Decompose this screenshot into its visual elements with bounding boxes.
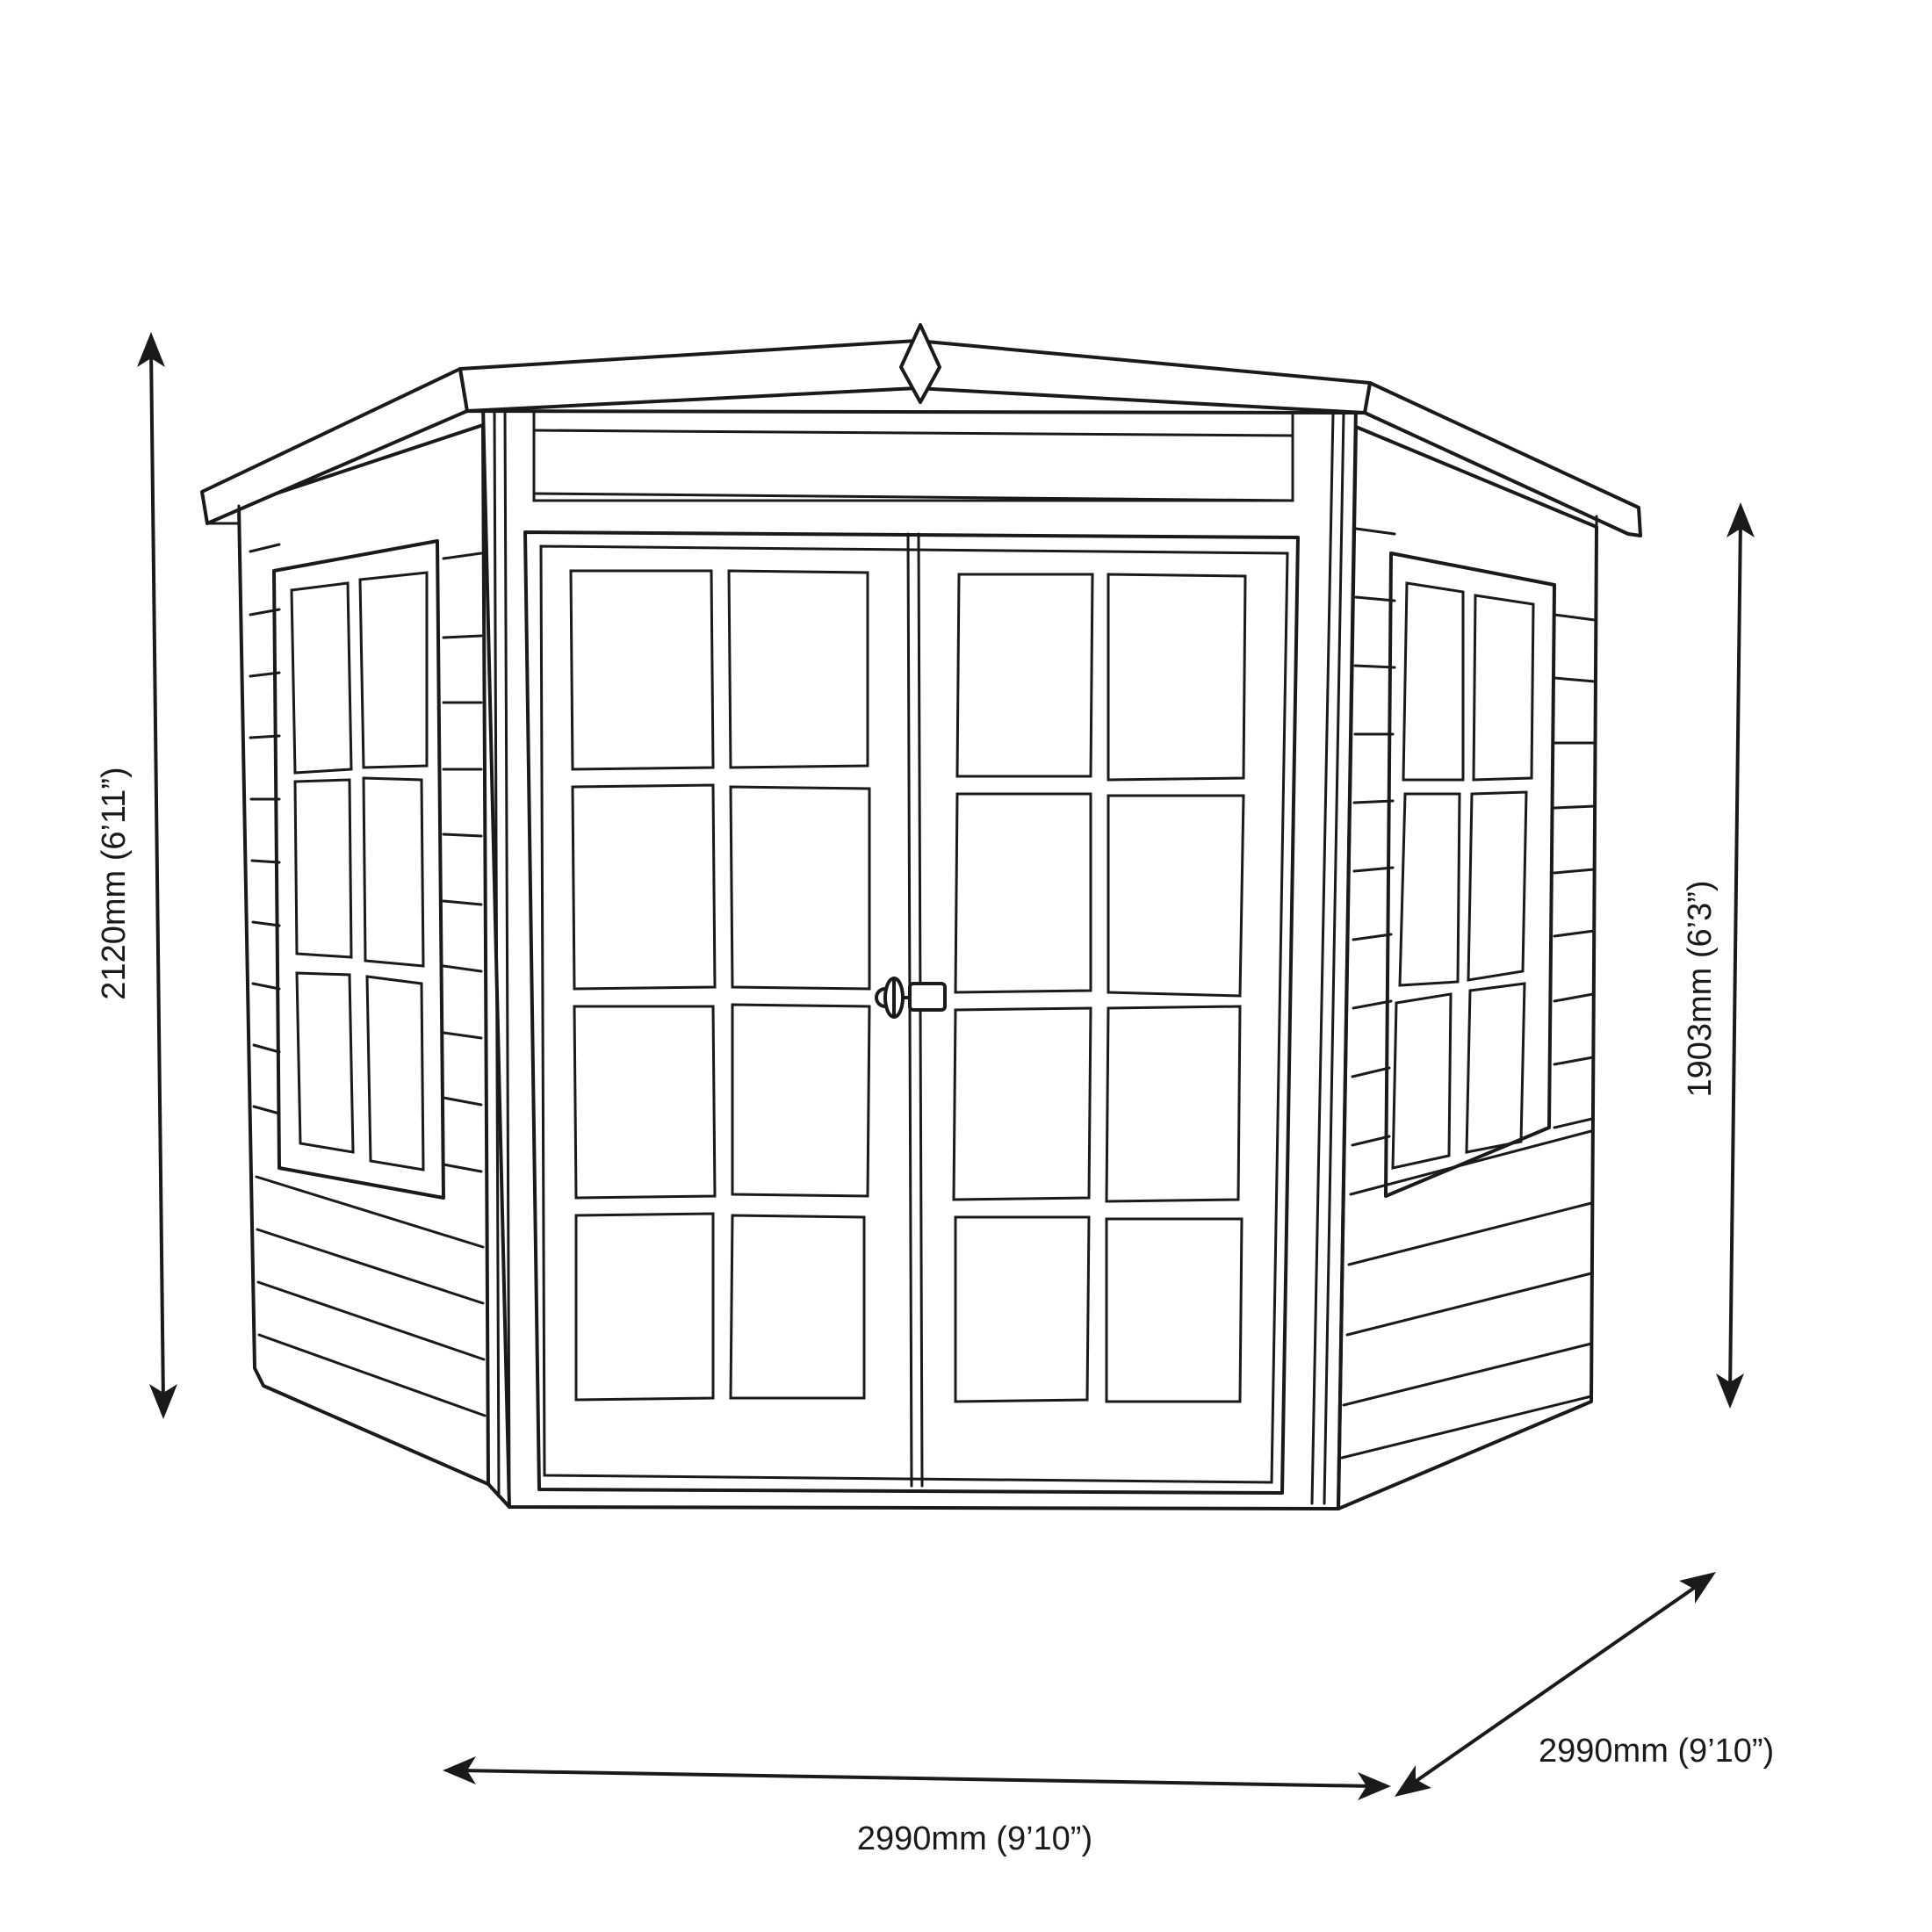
- dimension-side-depth: 2990mm (9’10”): [1395, 1572, 1774, 1797]
- left-window: [272, 539, 445, 1200]
- left-wall-cladding: [249, 543, 487, 1417]
- arrow-head-up: [1727, 502, 1755, 537]
- front-wall: [481, 404, 1358, 1510]
- corner-summerhouse: [200, 323, 1642, 1510]
- dimension-overall-height: 2120mm (6’11”): [96, 332, 177, 1419]
- side-depth-label: 2990mm (9’10”): [1539, 1733, 1774, 1770]
- overall-height-line: [149, 347, 165, 1404]
- right-side-wall: [1337, 425, 1598, 1510]
- front-width-line: [459, 1769, 1374, 1788]
- side-depth-line: [1407, 1581, 1704, 1788]
- eaves-height-label: 1903mm (6’3”): [1682, 880, 1719, 1097]
- overall-height-label: 2120mm (6’11”): [96, 767, 133, 999]
- roof-finial: [899, 323, 941, 404]
- dimension-eaves-height: 1903mm (6’3”): [1682, 502, 1755, 1409]
- double-doors[interactable]: [523, 530, 1300, 1495]
- eaves-height-line: [1728, 517, 1742, 1394]
- arrow-head-left: [443, 1756, 476, 1784]
- arrow-head-lower: [1395, 1765, 1431, 1797]
- arrow-head-up: [137, 332, 165, 367]
- front-width-label: 2990mm (9’10”): [857, 1820, 1092, 1857]
- left-door-panes: [569, 569, 871, 1402]
- left-side-wall: [237, 423, 490, 1486]
- arrow-head-down: [1716, 1373, 1744, 1409]
- arrow-head-right: [1358, 1772, 1391, 1800]
- dimension-front-width: 2990mm (9’10”): [443, 1756, 1391, 1857]
- arrow-head-upper: [1679, 1572, 1716, 1604]
- right-door-panes: [952, 573, 1247, 1403]
- right-window: [1384, 551, 1556, 1198]
- right-wall-cladding: [1340, 527, 1597, 1460]
- door-latch-handle[interactable]: [875, 977, 947, 1019]
- arrow-head-down: [149, 1384, 177, 1419]
